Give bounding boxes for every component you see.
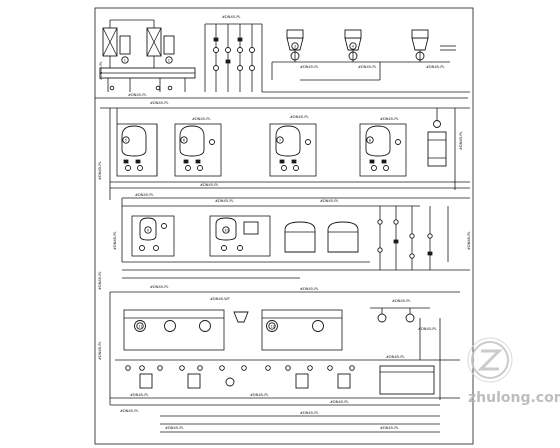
bottom-section: #DN45-PL #DN40-WT #DN45-PL #DN45-PL <box>109 285 460 433</box>
drawing-frame <box>94 7 474 445</box>
equipment-number: 5 <box>125 138 127 142</box>
line-label: #DN45-PL <box>192 117 211 121</box>
line-label: #DN45-PL <box>250 393 269 397</box>
line-label: #DN45-PL <box>418 327 437 331</box>
line-label: #DN40-WT <box>210 297 231 301</box>
line-label: #DN45-PL <box>130 393 149 397</box>
line-label: #DN45-PL <box>120 409 139 413</box>
equipment-number: 7 <box>279 138 281 142</box>
equipment-number: 6 <box>183 138 186 142</box>
equipment-number: 12 <box>270 324 275 328</box>
equipment-number: 2 <box>168 58 170 62</box>
line-label: #DN45-PL <box>98 271 102 290</box>
line-label: #DN45-PL <box>128 93 147 97</box>
line-label: #DN45-PL <box>98 161 102 180</box>
equipment-number: 11 <box>138 324 143 328</box>
line-label: #DN45-PL <box>320 199 339 203</box>
funnel-tank-group-top-right: #DN45-PL #DN45-PL #DN45-PL <box>271 29 456 81</box>
line-label: #DN45-PL <box>300 287 319 291</box>
line-label: #DN45-PL <box>300 411 319 415</box>
line-label: #DN45-PL <box>392 299 411 303</box>
equipment-number: 4 <box>352 44 355 48</box>
line-label: #DN45-PL <box>222 15 241 19</box>
line-label: #DN4S-PL <box>290 115 309 119</box>
line-label: #DN45-PL <box>330 400 349 404</box>
equipment-number: 8 <box>369 138 372 142</box>
line-label: #DN45-PL <box>300 65 319 69</box>
equipment-tags: 1 2 3 4 5 6 7 8 9 10 11 12 <box>121 42 374 330</box>
settler-row: #DN45-PL #DN45-PL #DN4S-PL #DN45-PL <box>100 101 470 200</box>
line-label: #DN45-PL <box>386 355 405 359</box>
line-label: #DN45-PL <box>426 65 445 69</box>
pump-manifold-top: #DN45-PL <box>204 15 470 93</box>
line-label: #DN45-PL <box>380 117 399 121</box>
line-label: #DN45-PL <box>459 131 463 150</box>
watermark-text: zhulong.com <box>468 390 560 406</box>
line-label: #DN45-PL <box>467 231 471 250</box>
line-label: #DN45-PL <box>215 199 234 203</box>
equipment-number: 1 <box>124 58 126 62</box>
watermark-logo-icon <box>467 337 513 383</box>
watermark: zhulong.com <box>467 337 560 406</box>
line-label: #DN45-PL <box>380 426 399 430</box>
line-label: #DN45-PL <box>150 101 169 105</box>
equipment-number: 10 <box>224 228 229 232</box>
left-vertical-labels: #DN45-PL #DN45-PL #DN45-PL #DN45-PL <box>98 161 117 360</box>
equipment-number: 9 <box>147 228 150 232</box>
line-label: #DN45-PL <box>165 426 184 430</box>
line-label: #DN45-PL <box>150 285 169 289</box>
mid-section: #DN45-PL #DN45-PL #DN45-PL #DN45-PL <box>121 193 471 279</box>
line-label: #DN45-PL <box>113 231 117 250</box>
line-label: #DN45-PL <box>200 183 219 187</box>
line-label: #DN45-PL <box>135 193 154 197</box>
equipment-number: 3 <box>294 44 296 48</box>
line-label: #DN45-PL <box>99 61 103 80</box>
line-label: #DN45-PL <box>358 65 377 69</box>
reactor-group-top-left: #DN45-PL #DN45-PL <box>99 19 196 97</box>
line-label: #DN45-PL <box>98 341 102 360</box>
